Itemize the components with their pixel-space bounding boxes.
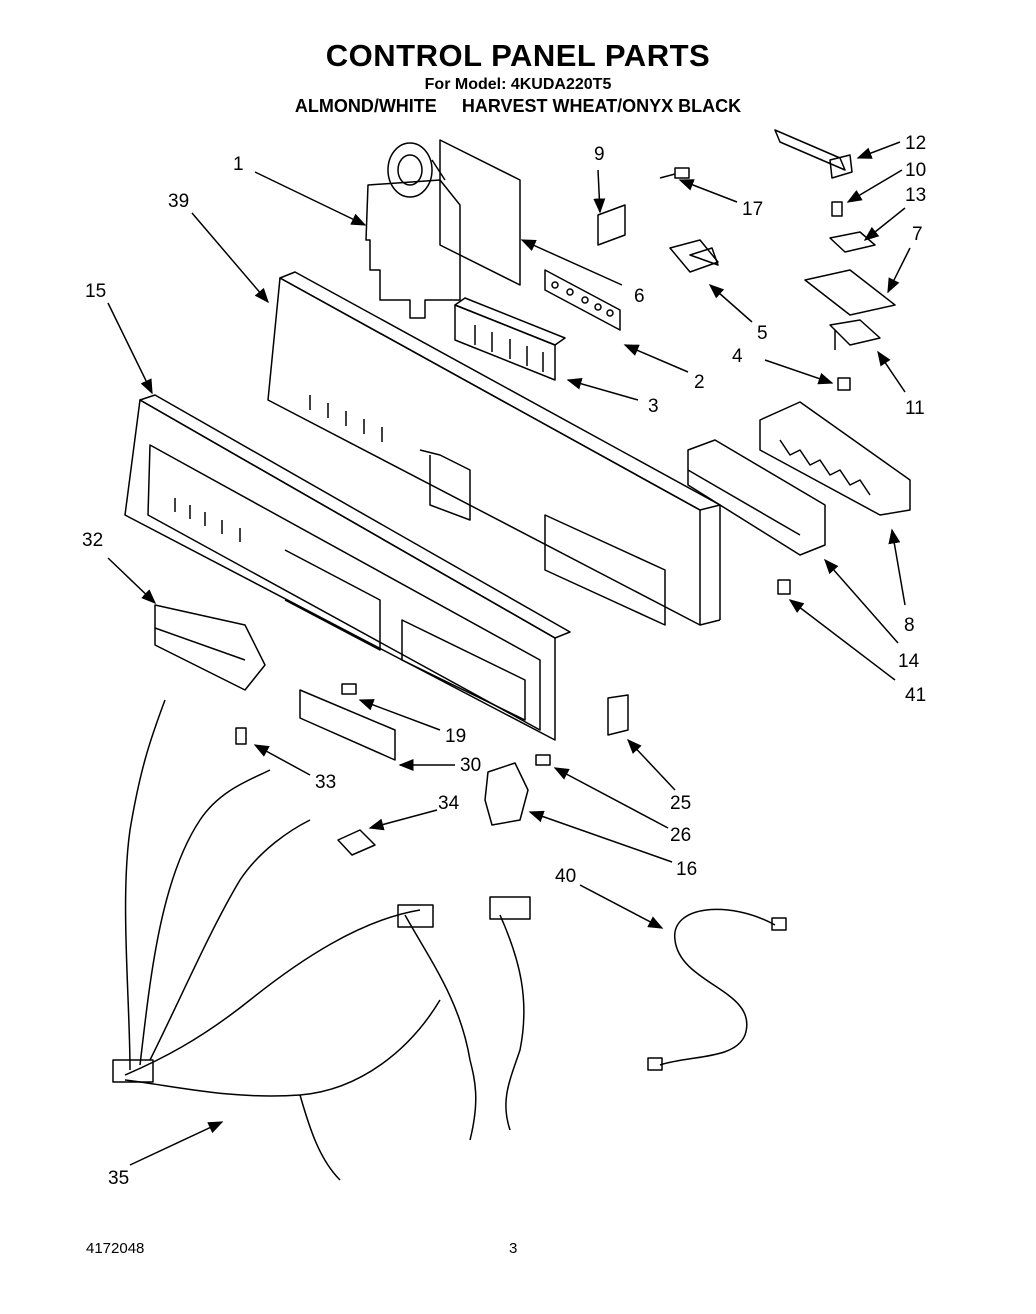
- part-32-bracket: [154, 604, 266, 691]
- callout-11: 11: [905, 398, 925, 419]
- callout-14: 14: [898, 651, 920, 672]
- leader-39: [191, 212, 269, 304]
- leader-7: [887, 247, 911, 294]
- part-12-bracket: [774, 129, 853, 179]
- leader-13: [863, 207, 906, 241]
- leader-17: [678, 179, 738, 203]
- part-19-screw: [341, 683, 357, 695]
- leader-9: [593, 169, 606, 214]
- part-39-rear-console: [267, 271, 721, 626]
- leader-10: [846, 169, 903, 203]
- leader-41: [788, 599, 896, 681]
- part-11-bracket: [829, 319, 881, 350]
- callout-32: 32: [82, 530, 103, 551]
- page-title: CONTROL PANEL PARTS: [325, 38, 711, 73]
- leader-11: [877, 350, 906, 393]
- callout-40: 40: [555, 866, 576, 887]
- callout-15: 15: [85, 281, 106, 302]
- callout-4: 4: [732, 346, 743, 367]
- part-16-knob: [484, 762, 529, 826]
- part-26-screw: [535, 754, 551, 766]
- document-number: 4172048: [86, 1240, 145, 1257]
- part-2-switch-strip: [544, 269, 621, 331]
- leader-3: [566, 377, 639, 401]
- variant-harvest-wheat-onyx-black: HARVEST WHEAT/ONYX BLACK: [461, 96, 742, 116]
- leader-32: [107, 557, 157, 605]
- callout-19: 19: [445, 726, 466, 747]
- callout-3: 3: [648, 396, 659, 417]
- part-13-clip: [829, 231, 876, 253]
- part-8-terminal-block: [759, 401, 911, 516]
- leader-12: [856, 141, 901, 159]
- leader-2: [623, 344, 689, 373]
- leader-16: [528, 810, 673, 863]
- variant-almond-white: ALMOND/WHITE: [294, 96, 437, 116]
- part-6-plate: [439, 139, 521, 286]
- callout-26: 26: [670, 825, 691, 846]
- part-40-wire: [647, 908, 787, 1071]
- callout-13: 13: [905, 185, 926, 206]
- leader-35: [129, 1121, 224, 1166]
- part-33-screw: [235, 727, 247, 745]
- callout-39: 39: [168, 191, 189, 212]
- leader-4: [764, 359, 834, 385]
- callout-35: 35: [108, 1168, 129, 1189]
- part-41-screw: [777, 579, 791, 595]
- leader-26: [553, 767, 669, 829]
- part-3-switch-block: [454, 297, 566, 381]
- callout-33: 33: [315, 772, 336, 793]
- callout-2: 2: [694, 372, 705, 393]
- leader-40: [579, 884, 664, 929]
- leader-8: [888, 528, 906, 606]
- callout-41: 41: [905, 685, 926, 706]
- leader-5: [708, 284, 753, 323]
- part-25-bracket: [607, 694, 629, 736]
- part-15-front-console: [124, 394, 571, 741]
- color-variants: ALMOND/WHITE HARVEST WHEAT/ONYX BLACK: [0, 96, 1036, 117]
- callout-25: 25: [670, 793, 691, 814]
- leader-6: [520, 239, 623, 286]
- leader-19: [358, 699, 441, 731]
- callout-12: 12: [905, 133, 926, 154]
- part-4-screw: [837, 377, 851, 391]
- callout-6: 6: [634, 286, 645, 307]
- leader-15: [107, 302, 153, 395]
- part-34-clip: [337, 829, 376, 856]
- part-30-bracket: [299, 689, 396, 761]
- part-10-screw: [831, 201, 843, 217]
- part-35-wire-harness: [112, 699, 531, 1181]
- callout-7: 7: [912, 224, 923, 245]
- callout-34: 34: [438, 793, 460, 814]
- part-5-lever: [669, 239, 719, 273]
- leader-34: [368, 809, 438, 831]
- page-number: 3: [509, 1240, 518, 1257]
- model-line: For Model: 4KUDA220T5: [424, 76, 612, 93]
- callout-5: 5: [757, 323, 768, 344]
- part-7-insulator: [804, 269, 896, 316]
- callout-30: 30: [460, 755, 481, 776]
- callout-10: 10: [905, 160, 926, 181]
- callout-16: 16: [676, 859, 697, 880]
- callout-9: 9: [594, 144, 605, 165]
- part-14-channel: [687, 439, 826, 556]
- part-17-screw: [659, 167, 690, 179]
- leader-14: [824, 558, 899, 644]
- callout-17: 17: [742, 199, 763, 220]
- callout-1: 1: [233, 154, 244, 175]
- part-9-bracket: [597, 204, 626, 246]
- leader-33: [253, 744, 311, 776]
- callout-8: 8: [904, 615, 915, 636]
- leader-1: [254, 171, 367, 226]
- part-1-timer: [365, 142, 461, 319]
- leader-25: [626, 738, 676, 791]
